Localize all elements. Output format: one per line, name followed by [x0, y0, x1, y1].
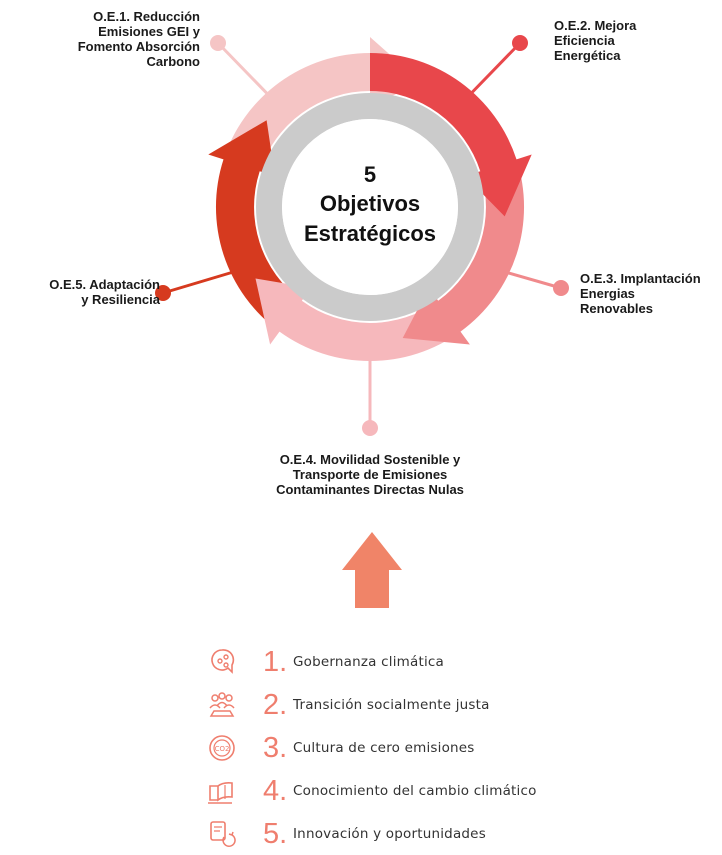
book-icon — [205, 776, 239, 806]
center-number: 5 — [364, 162, 376, 187]
axes-list: 1. Gobernanza climática 2. Transición so… — [205, 640, 705, 855]
connector-dot-oe2 — [512, 35, 528, 51]
inner-ring — [256, 93, 484, 321]
svg-text:CO2: CO2 — [215, 745, 230, 753]
objective-label-oe4: O.E.4. Movilidad Sostenible y Transporte… — [276, 452, 464, 497]
connector-dot-oe5 — [155, 285, 171, 301]
list-item: CO2 3. Cultura de cero emisiones — [205, 726, 705, 769]
list-number: 4. — [263, 774, 288, 807]
list-text: Gobernanza climática — [293, 653, 445, 670]
center-disc — [282, 119, 458, 295]
ring-arrow-oe2 — [370, 52, 532, 217]
list-text: Innovación y oportunidades — [293, 825, 486, 842]
list-number: 2. — [263, 688, 288, 721]
people-icon — [205, 690, 239, 720]
list-item: 1. Gobernanza climática — [205, 640, 705, 683]
objective-label-oe2: O.E.2. Mejora Eficiencia Energética — [554, 18, 637, 63]
connector-dot-oe1 — [210, 35, 226, 51]
connector-dot-oe4 — [362, 420, 378, 436]
up-arrow — [342, 532, 402, 608]
list-number: 5. — [263, 817, 288, 850]
objective-label-oe5: O.E.5. Adaptación y Resiliencia — [49, 277, 160, 307]
center-line-estrategicos: Estratégicos — [304, 221, 436, 246]
list-text: Conocimiento del cambio climático — [293, 782, 537, 799]
list-text: Transición socialmente justa — [293, 696, 490, 713]
list-number: 3. — [263, 731, 288, 764]
governance-icon — [205, 647, 239, 677]
co2-icon: CO2 — [205, 733, 239, 763]
list-text: Cultura de cero emisiones — [293, 739, 475, 756]
list-number: 1. — [263, 645, 288, 678]
cycle-diagram: 5 Objetivos Estratégicos — [155, 35, 569, 608]
center-line-objetivos: Objetivos — [320, 191, 420, 216]
list-item: 4. Conocimiento del cambio climático — [205, 769, 705, 812]
list-item: 5. Innovación y oportunidades — [205, 812, 705, 855]
innovation-icon — [205, 819, 239, 849]
connector-line-oe5 — [162, 268, 241, 295]
ring-arrow-oe5 — [208, 120, 302, 332]
objective-label-oe1: O.E.1. Reducción Emisiones GEI y Fomento… — [77, 9, 200, 69]
ring-arrow-oe4 — [255, 278, 461, 361]
objective-label-oe3: O.E.3. Implantación Energias Renovables — [580, 271, 701, 316]
connector-dot-oe3 — [553, 280, 569, 296]
list-item: 2. Transición socialmente justa — [205, 683, 705, 726]
